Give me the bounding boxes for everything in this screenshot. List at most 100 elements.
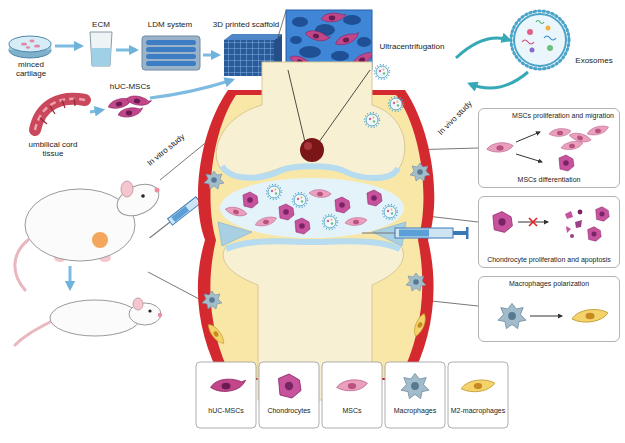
rat — [121, 181, 133, 197]
ecm-beaker — [90, 32, 112, 66]
panel-box: Chondrocyte proliferation and apoptosis — [478, 196, 620, 268]
joint-cells — [410, 163, 430, 181]
ldm-device — [146, 54, 196, 59]
rat — [141, 194, 145, 198]
umbilical-cord — [35, 99, 85, 130]
panel-icons — [493, 212, 513, 233]
huc-msc-cells — [118, 107, 144, 118]
umbilical-cord — [35, 98, 85, 130]
zoom-line — [288, 70, 370, 142]
legend-icon — [211, 379, 246, 391]
panel-icons — [561, 141, 584, 151]
joint-cells — [406, 273, 426, 291]
scaffold-zoom — [321, 13, 346, 22]
joint-cells — [243, 192, 258, 208]
figure-label: Ultracentrifugation — [372, 42, 452, 51]
joint-cells — [279, 204, 294, 220]
exosome-large — [544, 36, 556, 40]
figure-label: In vivo study — [436, 99, 474, 137]
figure-label: 3D printed scaffold — [208, 20, 284, 29]
cartilage-defect — [300, 138, 324, 162]
umbilical-cord — [40, 98, 75, 124]
panel-icons — [596, 207, 610, 221]
scaffold-zoom — [304, 28, 331, 45]
ecm-beaker — [91, 48, 111, 66]
legend-text: hUC-MSCs — [196, 407, 256, 415]
panel-icons — [487, 143, 513, 152]
syringe — [362, 227, 469, 239]
rat — [148, 309, 151, 312]
panel-icons — [516, 154, 542, 162]
petri-dish — [9, 36, 51, 58]
ecm-beaker — [90, 32, 112, 66]
exosome-large — [536, 21, 544, 24]
panel-icons — [498, 303, 526, 328]
legend-box — [448, 362, 508, 428]
figure-label: In vitro study — [145, 132, 186, 168]
exosome — [375, 65, 390, 80]
legend-icon — [337, 380, 368, 391]
legend-text: M2-macrophages — [448, 407, 508, 415]
panel-icons — [588, 227, 602, 241]
panel-icons — [530, 316, 562, 317]
legend-icon — [401, 373, 429, 398]
joint-cells — [410, 312, 429, 337]
scaffold-zoom — [343, 15, 361, 25]
panel-icons — [516, 132, 540, 142]
zoom-line — [288, 70, 305, 142]
knee-joint — [216, 62, 405, 177]
joint-cells — [367, 190, 382, 206]
figure-label: minced cartilage — [4, 60, 58, 78]
rat — [15, 322, 50, 345]
panel-text: MSCs differentiation — [484, 176, 614, 184]
exosome-large — [514, 14, 566, 66]
legend-box — [322, 362, 382, 428]
legend-box — [259, 362, 319, 428]
flow-arrow — [55, 45, 81, 48]
ldm-device — [142, 36, 200, 70]
knee-joint — [220, 178, 404, 238]
syringe — [168, 197, 201, 225]
process-arrow — [470, 72, 528, 88]
legend-text: Chondrocytes — [259, 407, 319, 415]
panel-icons — [487, 125, 610, 329]
process-arrow — [456, 38, 509, 58]
rat — [50, 300, 140, 336]
exosome-large — [511, 11, 569, 69]
syringe — [395, 228, 453, 238]
umbilical-cord — [35, 99, 85, 130]
scaffold-zoom — [292, 17, 308, 27]
joint-cells — [254, 216, 277, 228]
rat — [112, 178, 164, 222]
joint-cells — [267, 185, 282, 200]
syringe — [362, 233, 395, 234]
exosome-large — [527, 29, 533, 35]
panel-icons — [586, 125, 609, 137]
exosome — [365, 65, 404, 128]
flow-arrow — [150, 80, 232, 98]
exosome — [365, 113, 380, 128]
exosome — [389, 97, 404, 112]
process-arrow — [456, 38, 528, 88]
cartilage-defect — [304, 142, 312, 150]
knee-joint — [222, 166, 398, 178]
joint-cells — [383, 205, 398, 220]
joint-cells — [204, 171, 224, 189]
panel-icons — [572, 309, 608, 322]
panel-box: Macrophages polarization — [478, 276, 620, 342]
petri-dish — [21, 42, 27, 45]
joint-cells — [345, 218, 367, 226]
joint-cells — [202, 291, 222, 309]
panel-icons — [566, 226, 571, 233]
scaffold-zoom — [289, 13, 372, 70]
panel-icons — [549, 129, 571, 137]
legend-text: Macrophages — [385, 407, 445, 415]
legend-box — [385, 362, 445, 428]
syringe — [399, 230, 429, 237]
legend-icon — [211, 373, 495, 398]
legend-text: MSCs — [322, 407, 382, 415]
scaffold-zoom — [334, 32, 360, 47]
legend-icon — [279, 374, 302, 398]
panel-box: MSCs proliferation and migrationMSCs dif… — [478, 108, 620, 188]
joint-cells — [206, 321, 225, 346]
